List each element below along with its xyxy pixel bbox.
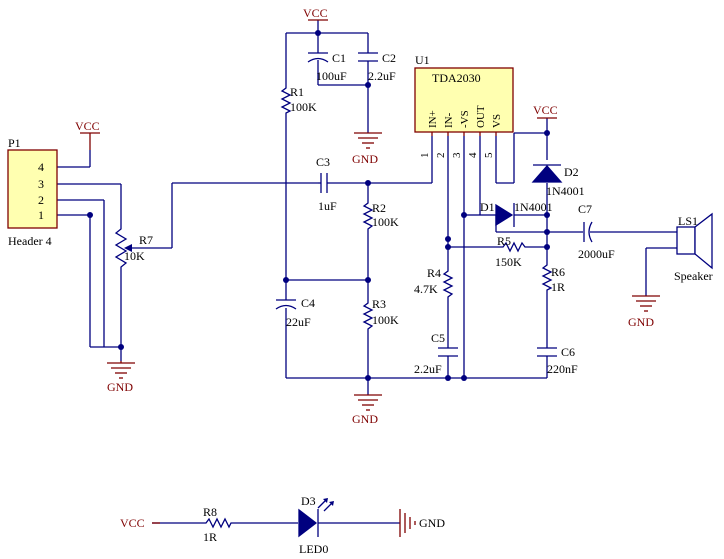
c5-ref: C5 — [431, 331, 445, 345]
ic-pin-name-1: IN+ — [427, 110, 439, 128]
c3-ref: C3 — [316, 155, 330, 169]
vcc-label-top: VCC — [303, 6, 328, 20]
d1-value: 1N4001 — [514, 200, 553, 214]
r3-value: 100K — [372, 313, 399, 327]
capacitor-c1: C1 100uF — [307, 51, 347, 83]
r1-ref: R1 — [290, 85, 304, 99]
ic-pin-name-4: OUT — [475, 105, 487, 128]
r6-value: 1R — [551, 280, 565, 294]
resistor-r4: R4 4.7K — [414, 266, 454, 300]
c4-value: 22uF — [286, 315, 311, 329]
ic-pin-num-2: 2 — [435, 153, 447, 159]
capacitor-c2: C2 2.2uF — [358, 51, 396, 83]
ic-name: TDA2030 — [432, 71, 481, 85]
r4-value: 4.7K — [414, 282, 438, 296]
c6-value: 220nF — [547, 362, 578, 376]
header-p1: P1 Header 4 4 3 2 1 — [7, 136, 58, 248]
gnd-label-bottom: GND — [352, 412, 378, 426]
r4-ref: R4 — [427, 266, 441, 280]
r2-value: 100K — [372, 215, 399, 229]
d2-ref: D2 — [564, 165, 579, 179]
header-pin-4: 4 — [38, 160, 44, 174]
c1-ref: C1 — [332, 51, 346, 65]
r3-ref: R3 — [372, 297, 386, 311]
ic-u1: U1 TDA2030 IN+ IN- -VS OUT VS 1 2 3 4 5 — [414, 53, 514, 159]
vcc-label-header: VCC — [75, 119, 100, 133]
diode-d2: D2 1N4001 — [531, 164, 585, 198]
r8-ref: R8 — [203, 505, 217, 519]
c2-ref: C2 — [382, 51, 396, 65]
resistor-r2: R2 100K — [362, 200, 399, 232]
r5-ref: R5 — [497, 234, 511, 248]
capacitor-c4: C4 22uF — [275, 296, 315, 329]
header-name: Header 4 — [8, 234, 52, 248]
gnd-label-header: GND — [107, 380, 133, 394]
resistor-r8: R8 1R — [203, 505, 233, 544]
diode-d1: D1 1N4001 — [480, 200, 553, 227]
capacitor-c7: C7 2000uF — [578, 202, 615, 261]
r8-value: 1R — [203, 530, 217, 544]
capacitor-c5: C5 2.2uF — [414, 331, 458, 376]
c4-ref: C4 — [301, 296, 315, 310]
ic-pin-num-1: 1 — [419, 153, 431, 159]
d1-ref: D1 — [480, 200, 495, 214]
r1-value: 100K — [290, 100, 317, 114]
c2-value: 2.2uF — [368, 69, 396, 83]
c7-value: 2000uF — [578, 247, 615, 261]
resistor-r3: R3 100K — [362, 297, 399, 332]
gnd-symbols: GND GND GND GND GND — [107, 132, 660, 537]
r2-ref: R2 — [372, 201, 386, 215]
resistor-r5: R5 150K — [495, 234, 528, 269]
header-pin-2: 2 — [38, 193, 44, 207]
r7-value: 10K — [124, 249, 145, 263]
gnd-label-led: GND — [419, 516, 445, 530]
led-d3: D3 LED0 — [298, 494, 334, 556]
ic-pin-num-5: 5 — [483, 152, 495, 158]
junctions — [87, 30, 550, 381]
c7-ref: C7 — [578, 202, 592, 216]
c1-value: 100uF — [316, 69, 347, 83]
ic-pin-name-2: IN- — [443, 112, 455, 128]
capacitor-c3: C3 1uF — [316, 155, 337, 213]
r5-value: 150K — [495, 255, 522, 269]
resistor-r6: R6 1R — [541, 262, 565, 294]
r6-ref: R6 — [551, 265, 565, 279]
ic-ref: U1 — [415, 53, 430, 67]
vcc-label-led: VCC — [120, 516, 145, 530]
c3-value: 1uF — [318, 199, 337, 213]
ic-pin-num-3: 3 — [451, 152, 463, 158]
c6-ref: C6 — [561, 345, 575, 359]
ls1-ref: LS1 — [678, 214, 698, 228]
c5-value: 2.2uF — [414, 362, 442, 376]
capacitor-c6: C6 220nF — [537, 345, 578, 376]
ic-pin-name-3: -VS — [459, 110, 471, 128]
potentiometer-r7: R7 10K — [114, 225, 153, 272]
vcc-label-right: VCC — [533, 103, 558, 117]
ls1-value: Speaker — [674, 269, 713, 283]
resistor-r1: R1 100K — [280, 85, 317, 115]
d2-value: 1N4001 — [546, 184, 585, 198]
header-ref: P1 — [8, 136, 21, 150]
ic-pin-num-4: 4 — [467, 152, 479, 158]
d3-value: LED0 — [299, 542, 328, 556]
vcc-symbols: VCC VCC VCC VCC — [75, 6, 558, 530]
ic-pin-name-5: VS — [491, 114, 503, 128]
wires — [57, 20, 677, 524]
d3-ref: D3 — [301, 494, 316, 508]
speaker-ls1: LS1 Speaker — [674, 212, 713, 283]
header-pin-3: 3 — [38, 177, 44, 191]
r7-ref: R7 — [139, 233, 153, 247]
gnd-label-speaker: GND — [628, 315, 654, 329]
gnd-label-top: GND — [352, 152, 378, 166]
header-pin-1: 1 — [38, 208, 44, 222]
